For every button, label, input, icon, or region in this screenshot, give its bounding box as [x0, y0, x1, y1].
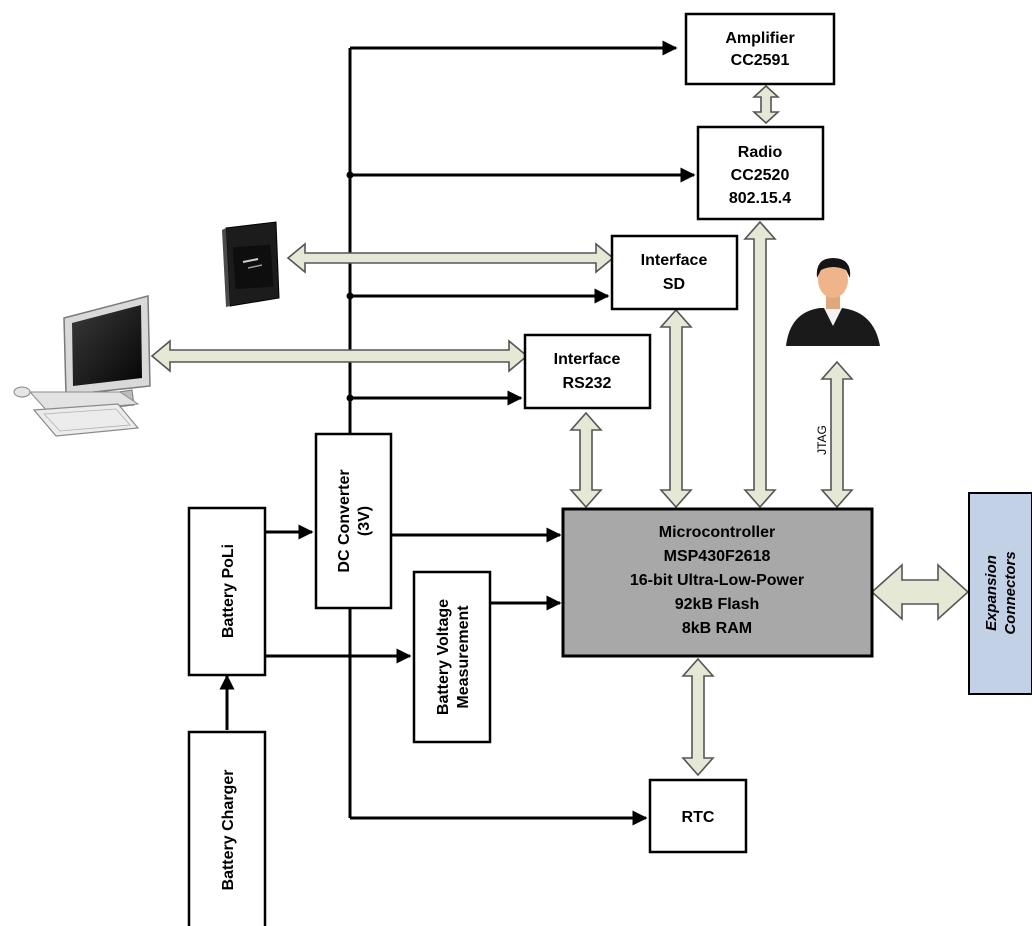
amplifier-label-1: Amplifier [725, 30, 794, 47]
microcontroller-label-1: Microcontroller [659, 524, 775, 541]
bus-arrow-amplifier-radio [751, 84, 781, 125]
rtc-block: RTC [648, 778, 748, 854]
microcontroller-label-2: MSP430F2618 [664, 548, 771, 565]
interface-rs232-block: Interface RS232 [523, 333, 652, 410]
battery-poli-label: Battery PoLi [220, 544, 237, 638]
dc-converter-label-1: DC Converter [336, 469, 353, 572]
bus-arrow-sd-mcu [659, 308, 693, 509]
microcontroller-label-3: 16-bit Ultra-Low-Power [630, 572, 804, 589]
jtag-label: JTAG [815, 425, 829, 455]
expansion-label-2: Connectors [1002, 551, 1019, 634]
bus-arrow-jtag-mcu [820, 360, 854, 509]
rtc-label: RTC [682, 809, 715, 826]
svg-text:JTAG: JTAG [815, 425, 829, 455]
radio-label-1: Radio [738, 144, 783, 161]
interface-rs232-label-2: RS232 [563, 375, 612, 392]
junction-dot [346, 394, 354, 402]
computer-icon [13, 295, 151, 437]
battery-charger-label: Battery Charger [220, 770, 237, 891]
battery-voltage-label-2: Measurement [455, 605, 472, 709]
sd-card-icon [222, 221, 280, 307]
battery-voltage-block: Battery Voltage Measurement [412, 570, 492, 744]
interface-sd-label-1: Interface [641, 252, 708, 269]
dc-converter-label-2: (3V) [356, 506, 373, 536]
radio-label-2: CC2520 [731, 167, 790, 184]
bus-arrow-sd-card [286, 242, 615, 274]
battery-voltage-label-1: Battery Voltage [435, 599, 452, 715]
expansion-label-1: Expansion [983, 555, 1000, 631]
battery-charger-block: Battery Charger [187, 730, 267, 926]
microcontroller-label-4: 92kB Flash [675, 596, 759, 613]
microcontroller-block: Microcontroller MSP430F2618 16-bit Ultra… [561, 507, 874, 658]
bus-arrow-radio-mcu [743, 220, 777, 509]
power-wires [219, 40, 696, 826]
bus-arrow-mcu-rtc [681, 657, 715, 777]
bus-arrow-computer [150, 339, 529, 373]
bus-arrow-expansion [870, 563, 970, 621]
person-icon [786, 258, 880, 346]
dc-converter-block: DC Converter (3V) [314, 432, 393, 610]
interface-sd-label-2: SD [663, 276, 685, 293]
expansion-connectors-block: Expansion Connectors [968, 492, 1032, 695]
amplifier-label-2: CC2591 [731, 52, 790, 69]
junction-dot [346, 171, 354, 179]
battery-poli-block: Battery PoLi [187, 506, 267, 677]
bus-arrows [150, 84, 970, 777]
radio-label-3: 802.15.4 [729, 190, 791, 207]
interface-sd-block: Interface SD [610, 234, 739, 311]
junction-dot [346, 292, 354, 300]
microcontroller-label-5: 8kB RAM [682, 620, 752, 637]
amplifier-block: Amplifier CC2591 [684, 12, 836, 86]
radio-block: Radio CC2520 802.15.4 [696, 125, 825, 221]
bus-arrow-rs232-mcu [569, 411, 603, 509]
interface-rs232-label-1: Interface [554, 351, 621, 368]
